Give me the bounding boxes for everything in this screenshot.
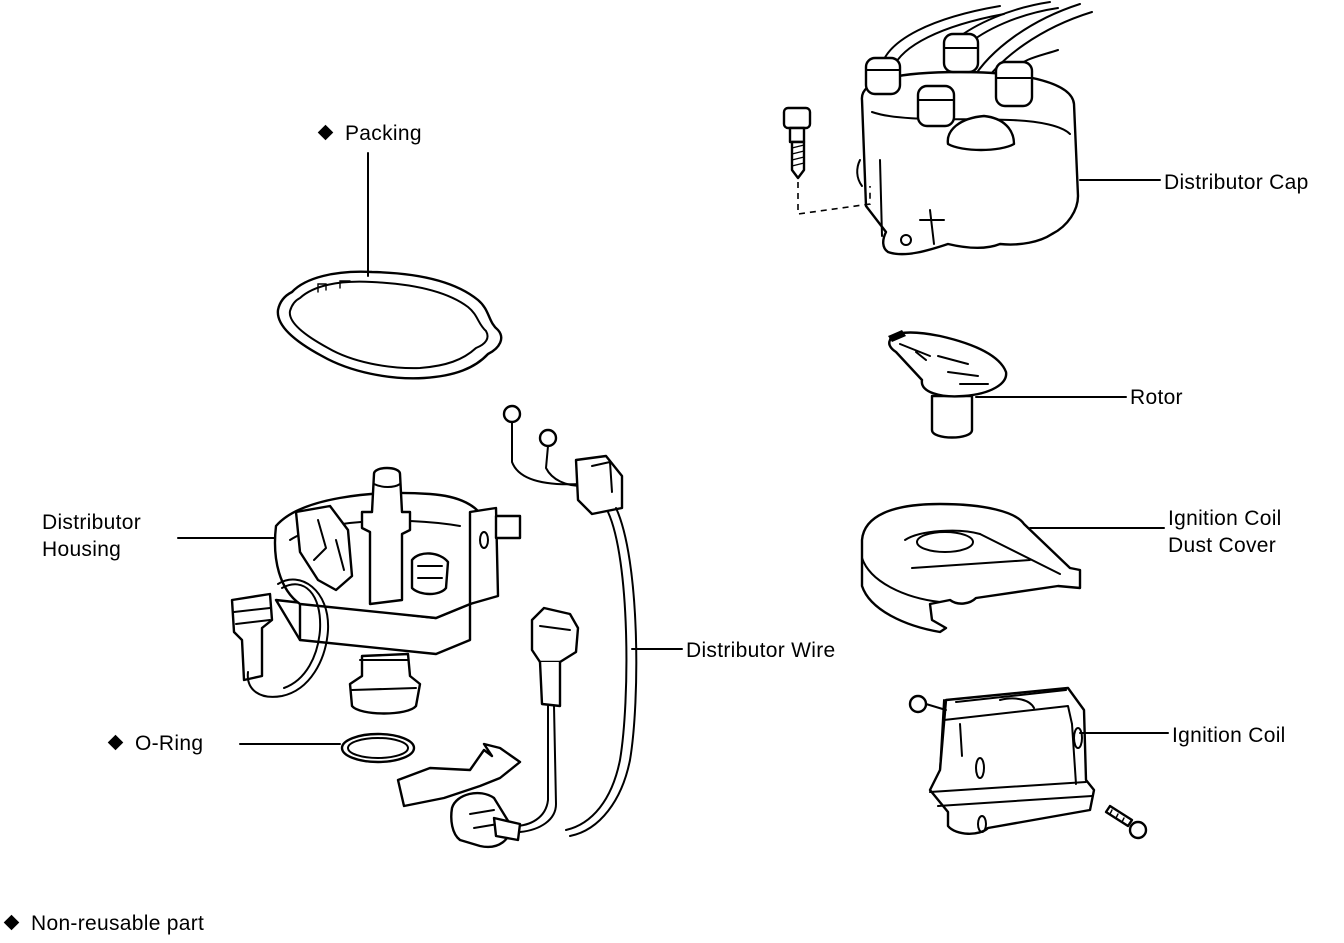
- distributor-wire: [396, 404, 638, 849]
- ignition-coil-label: Ignition Coil: [1172, 724, 1286, 747]
- diamond-icon: [317, 124, 334, 141]
- distributor-wire-label: Distributor Wire: [686, 639, 836, 662]
- packing-label: Packing: [317, 120, 422, 147]
- ignition-coil-dust-cover-label: Ignition Coil Dust Cover: [1168, 505, 1282, 559]
- o-ring-part: [340, 732, 416, 764]
- cap-screw: [782, 106, 812, 180]
- ignition-coil-dust-cover-label-line2: Dust Cover: [1168, 534, 1277, 557]
- ignition-coil-dust-cover: [860, 502, 1082, 634]
- rotor-label: Rotor: [1130, 386, 1183, 409]
- distributor-housing-label-line2: Housing: [42, 538, 122, 561]
- legend: Non-reusable part: [3, 910, 205, 937]
- o-ring-label: O-Ring: [107, 730, 203, 757]
- diamond-icon: [107, 734, 124, 751]
- distributor-housing: [230, 466, 522, 715]
- legend-text: Non-reusable part: [31, 912, 205, 935]
- distributor-cap-label: Distributor Cap: [1164, 171, 1309, 194]
- distributor-housing-label: Distributor Housing: [42, 509, 141, 563]
- distributor-cap: [856, 1, 1093, 256]
- coil-screw: [1104, 804, 1148, 840]
- ignition-coil-dust-cover-label-line1: Ignition Coil: [1168, 507, 1282, 530]
- ignition-coil: [908, 686, 1096, 835]
- diamond-icon: [3, 914, 20, 931]
- distributor-housing-label-line1: Distributor: [42, 511, 141, 534]
- rotor: [888, 330, 1008, 439]
- packing-gasket: [276, 270, 503, 380]
